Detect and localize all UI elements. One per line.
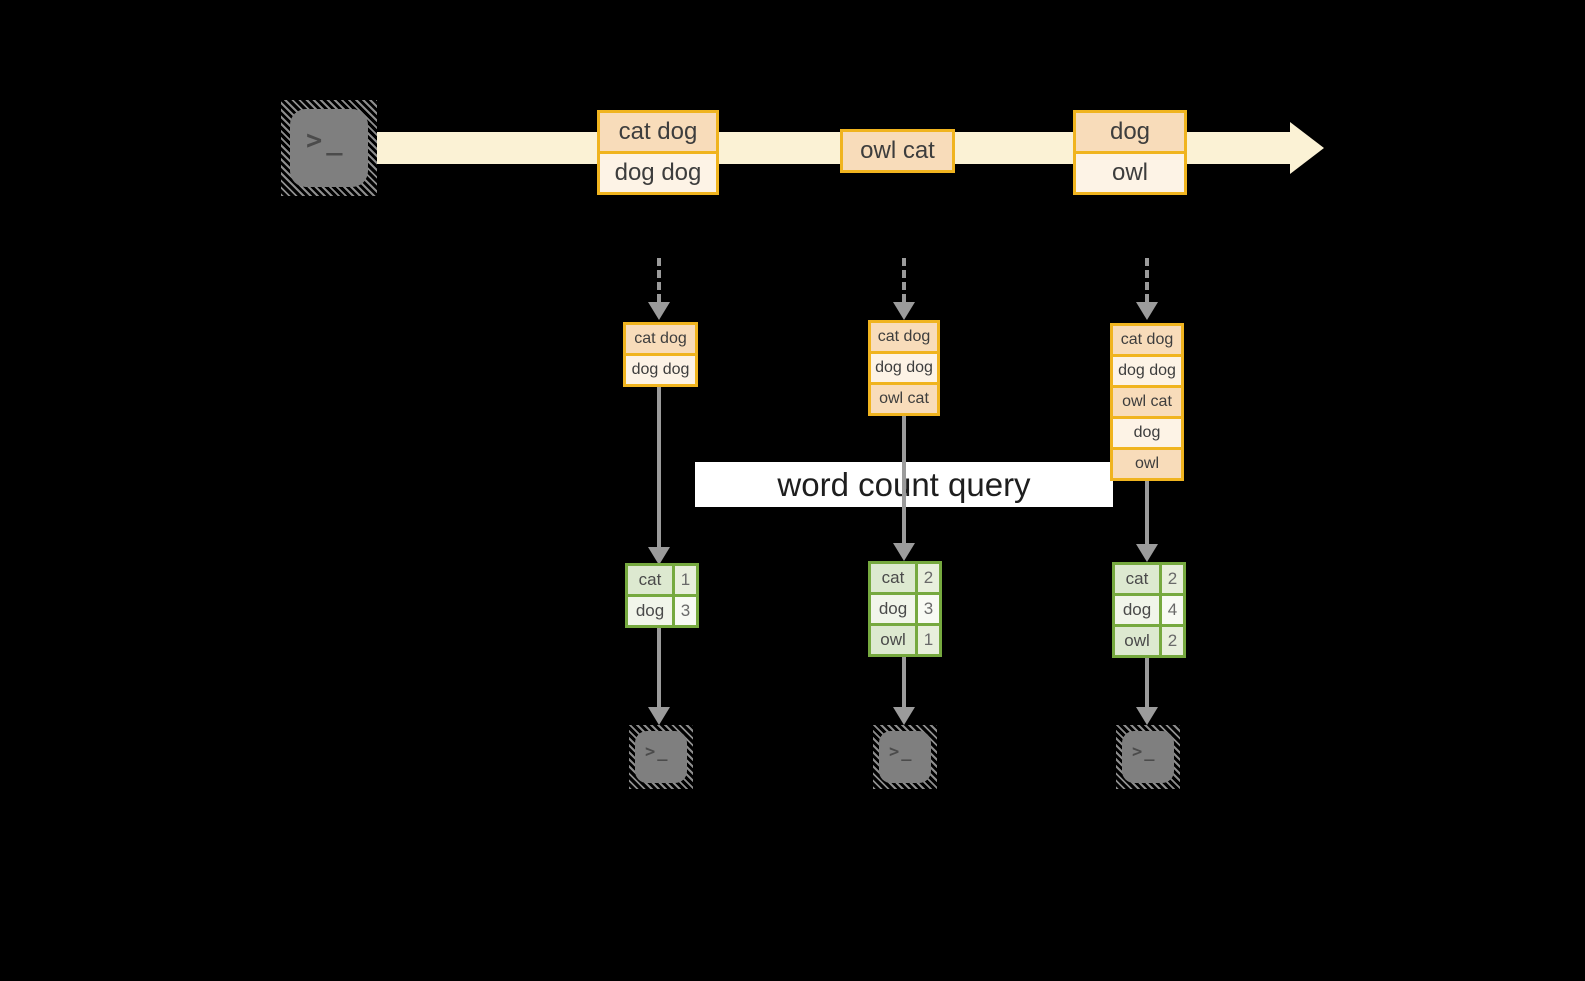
- sink-line-2: [902, 657, 906, 707]
- table-row: cat 2: [1115, 565, 1183, 593]
- word-cell: cat: [628, 566, 675, 594]
- sink-terminal-icon-1: >_: [629, 725, 693, 789]
- query-line-1: [657, 387, 661, 547]
- count-cell: 2: [1162, 627, 1183, 655]
- source-terminal-icon: >_: [281, 100, 377, 196]
- trigger-dashed-arrow-2: [902, 258, 906, 302]
- count-cell: 3: [675, 597, 696, 625]
- word-cell: cat: [1115, 565, 1162, 593]
- event-line: dog: [1076, 113, 1184, 151]
- table-row: owl 2: [1115, 624, 1183, 655]
- query-arrowhead-icon-2: [893, 543, 915, 561]
- result-table-3: cat 2 dog 4 owl 2: [1112, 562, 1186, 658]
- micro-batch-3: cat dog dog dog owl cat dog owl: [1110, 323, 1184, 481]
- table-row: dog 4: [1115, 593, 1183, 624]
- query-line-2: [902, 416, 906, 543]
- event-line: cat dog: [600, 113, 716, 151]
- count-cell: 1: [918, 626, 939, 654]
- sink-arrowhead-icon-3: [1136, 707, 1158, 725]
- word-cell: owl: [871, 626, 918, 654]
- table-row: dog 3: [871, 592, 939, 623]
- count-cell: 1: [675, 566, 696, 594]
- sink-line-3: [1145, 658, 1149, 707]
- count-cell: 4: [1162, 596, 1183, 624]
- word-cell: dog: [1115, 596, 1162, 624]
- count-cell: 3: [918, 595, 939, 623]
- result-table-2: cat 2 dog 3 owl 1: [868, 561, 942, 657]
- terminal-prompt-glyph: >_: [290, 109, 368, 187]
- timeline-event-1: cat dog dog dog: [597, 110, 719, 195]
- event-line: owl cat: [843, 132, 952, 170]
- query-line-3: [1145, 481, 1149, 544]
- batch-line: owl cat: [871, 382, 937, 413]
- trigger-arrowhead-icon-3: [1136, 302, 1158, 320]
- trigger-dashed-arrow-1: [657, 258, 661, 302]
- table-row: cat 2: [871, 564, 939, 592]
- terminal-prompt-glyph: >_: [879, 731, 931, 783]
- word-cell: owl: [1115, 627, 1162, 655]
- sink-terminal-icon-3: >_: [1116, 725, 1180, 789]
- terminal-prompt-glyph: >_: [635, 731, 687, 783]
- batch-line: dog dog: [626, 353, 695, 384]
- batch-line: cat dog: [1113, 326, 1181, 354]
- micro-batch-2: cat dog dog dog owl cat: [868, 320, 940, 416]
- sink-line-1: [657, 628, 661, 707]
- count-cell: 2: [918, 564, 939, 592]
- word-cell: dog: [628, 597, 675, 625]
- sink-arrowhead-icon-2: [893, 707, 915, 725]
- batch-line: dog: [1113, 416, 1181, 447]
- word-cell: cat: [871, 564, 918, 592]
- stream-timeline-arrowhead-icon: [1290, 122, 1324, 174]
- batch-line: owl: [1113, 447, 1181, 478]
- trigger-arrowhead-icon-1: [648, 302, 670, 320]
- batch-line: dog dog: [871, 351, 937, 382]
- batch-line: owl cat: [1113, 385, 1181, 416]
- terminal-prompt-glyph: >_: [1122, 731, 1174, 783]
- timeline-event-2: owl cat: [840, 129, 955, 173]
- batch-line: cat dog: [871, 323, 937, 351]
- batch-line: cat dog: [626, 325, 695, 353]
- sink-terminal-icon-2: >_: [873, 725, 937, 789]
- batch-line: dog dog: [1113, 354, 1181, 385]
- table-row: dog 3: [628, 594, 696, 625]
- table-row: owl 1: [871, 623, 939, 654]
- sink-arrowhead-icon-1: [648, 707, 670, 725]
- event-line: owl: [1076, 151, 1184, 192]
- timeline-event-3: dog owl: [1073, 110, 1187, 195]
- micro-batch-1: cat dog dog dog: [623, 322, 698, 387]
- query-arrowhead-icon-1: [648, 547, 670, 565]
- trigger-dashed-arrow-3: [1145, 258, 1149, 302]
- count-cell: 2: [1162, 565, 1183, 593]
- trigger-arrowhead-icon-2: [893, 302, 915, 320]
- query-arrowhead-icon-3: [1136, 544, 1158, 562]
- table-row: cat 1: [628, 566, 696, 594]
- result-table-1: cat 1 dog 3: [625, 563, 699, 628]
- event-line: dog dog: [600, 151, 716, 192]
- word-cell: dog: [871, 595, 918, 623]
